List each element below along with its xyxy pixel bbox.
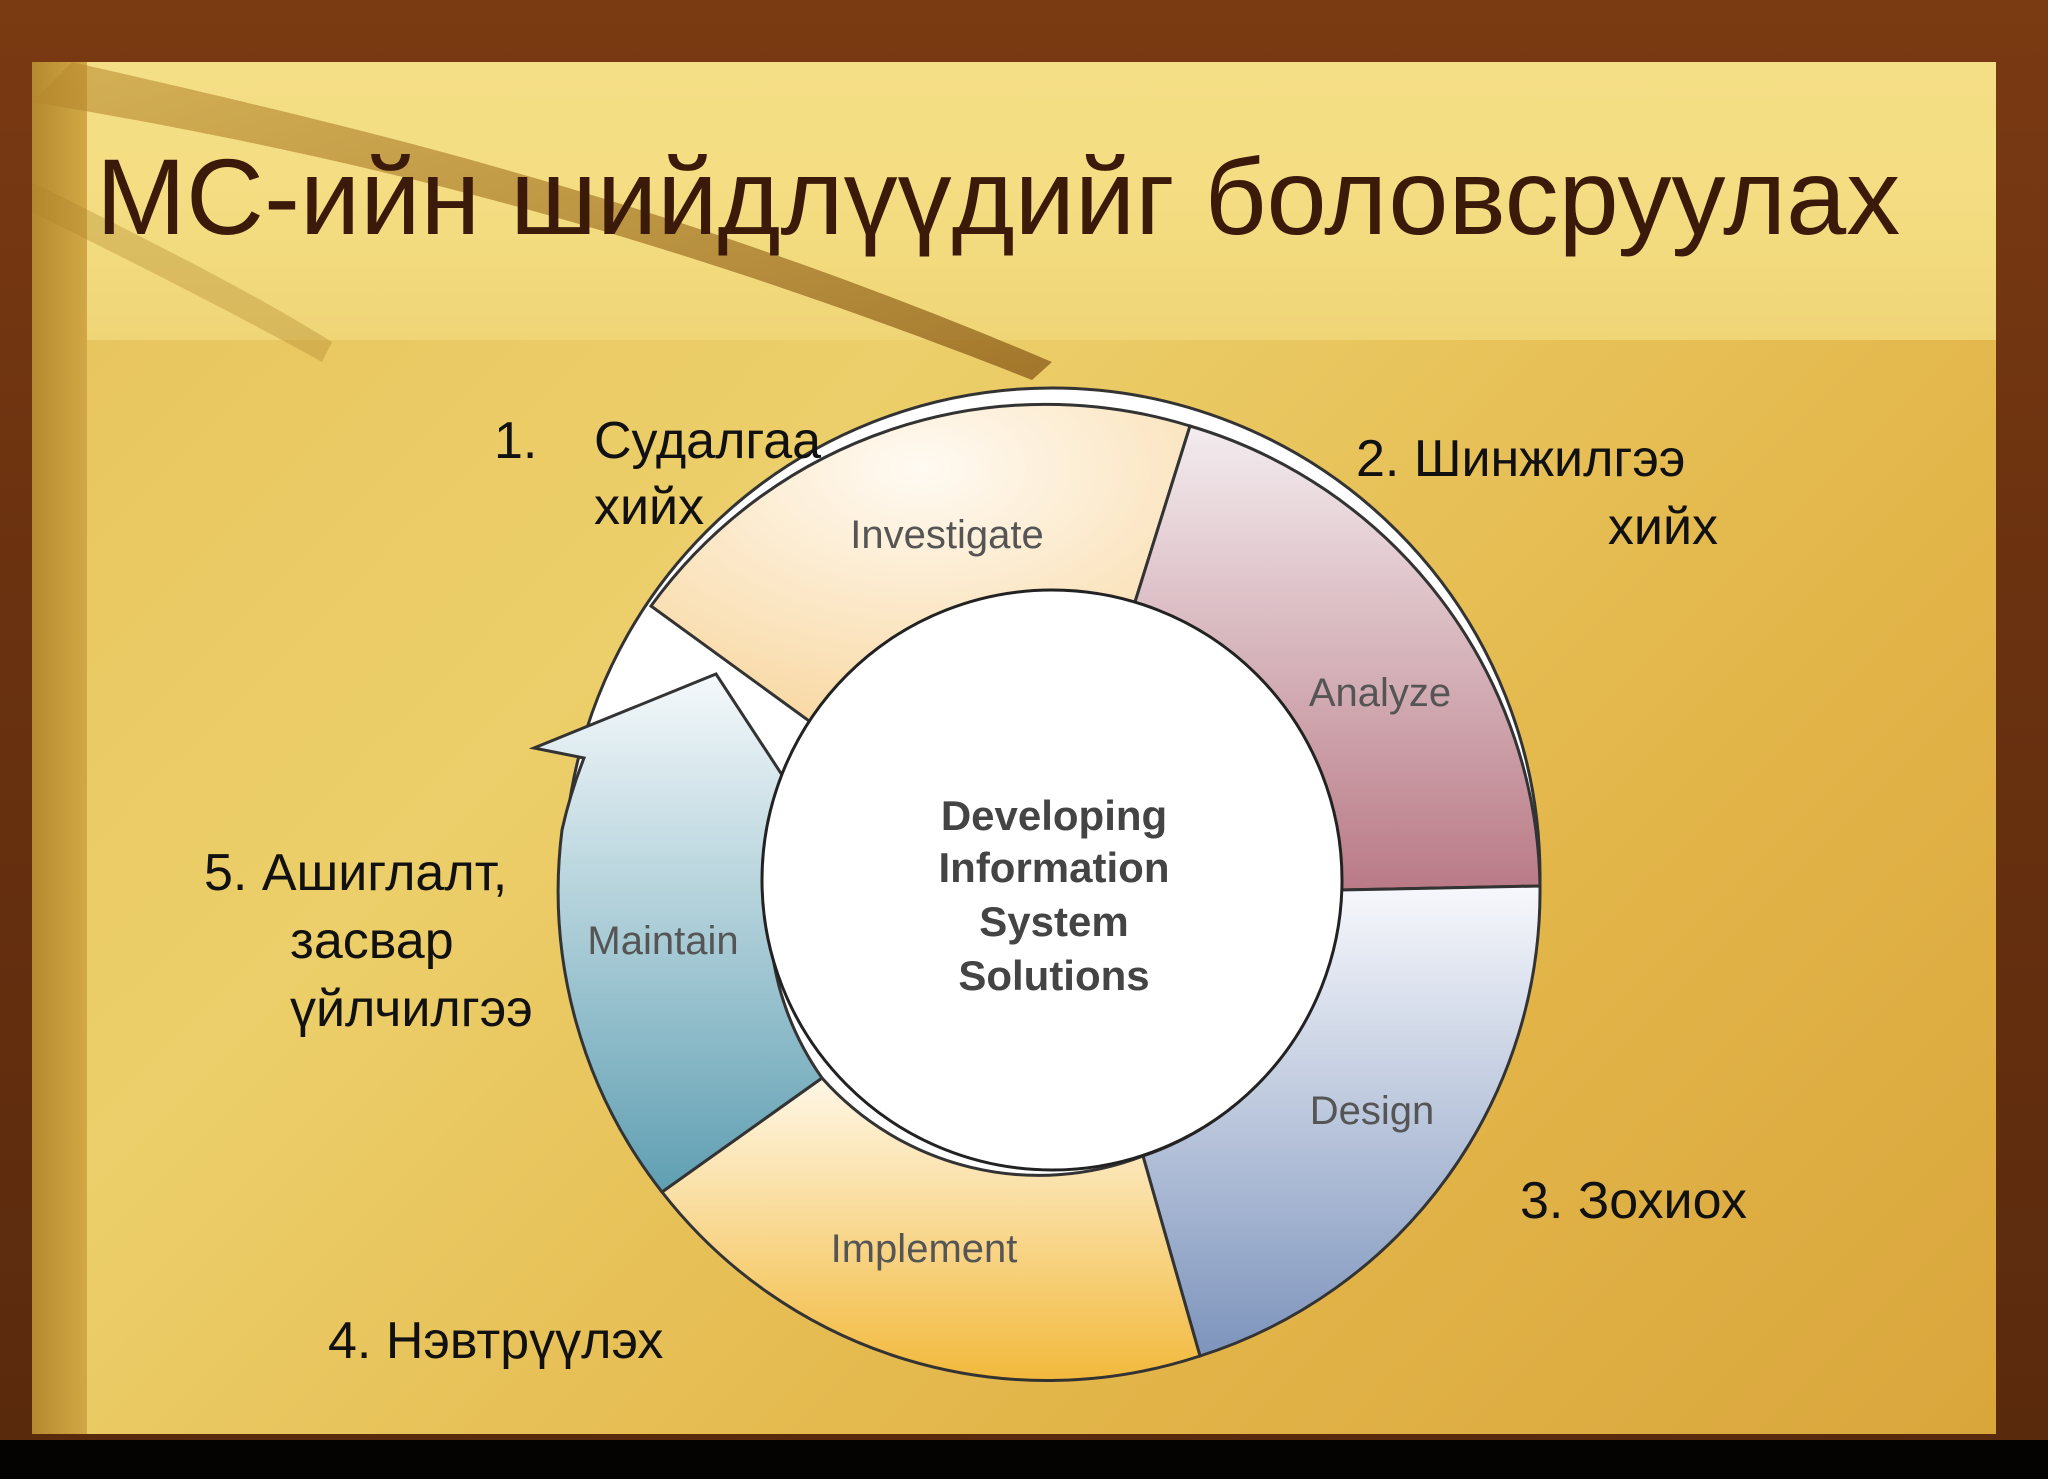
slide-title: МС-ийн шийдлүүдийг боловсруулах [96,136,1901,257]
center-text-line2: Information [939,844,1170,891]
decorative-sweep [32,62,1052,380]
segment-implement [659,1075,1202,1382]
step1-label-line2: хийх [594,478,705,536]
step5-label-line3: үйлчилгээ [290,980,533,1038]
sdlc-cycle-diagram: Investigate Analyze Design Implement Mai… [528,386,1542,1382]
step5-label-line1: 5. Ашиглалт, [204,844,508,902]
step1-number: 1. [494,412,538,470]
center-text-line4: Solutions [958,952,1149,999]
center-text-line1: Developing [941,792,1167,839]
stage-label-design: Design [1310,1089,1435,1133]
step2-label-line2: хийх [1607,498,1718,556]
header-band [87,62,1996,340]
stage-label-maintain: Maintain [587,919,738,963]
center-disc [760,588,1344,1172]
step3-label: 3. Зохиох [1520,1172,1747,1230]
stage-label-analyze: Analyze [1309,671,1451,715]
bottom-bar [0,1440,2048,1479]
step4-label: 4. Нэвтрүүлэх [328,1312,664,1370]
step5-label-line2: засвар [290,912,454,970]
step2-label-line1: 2. Шинжилгээ [1356,430,1686,488]
step1-label-line1: Судалгаа [594,412,822,470]
center-text-line3: System [979,898,1128,945]
stage-label-implement: Implement [831,1227,1018,1271]
stage-label-investigate: Investigate [850,513,1043,557]
left-strip [32,62,87,1434]
segment-maintain [528,672,826,1195]
